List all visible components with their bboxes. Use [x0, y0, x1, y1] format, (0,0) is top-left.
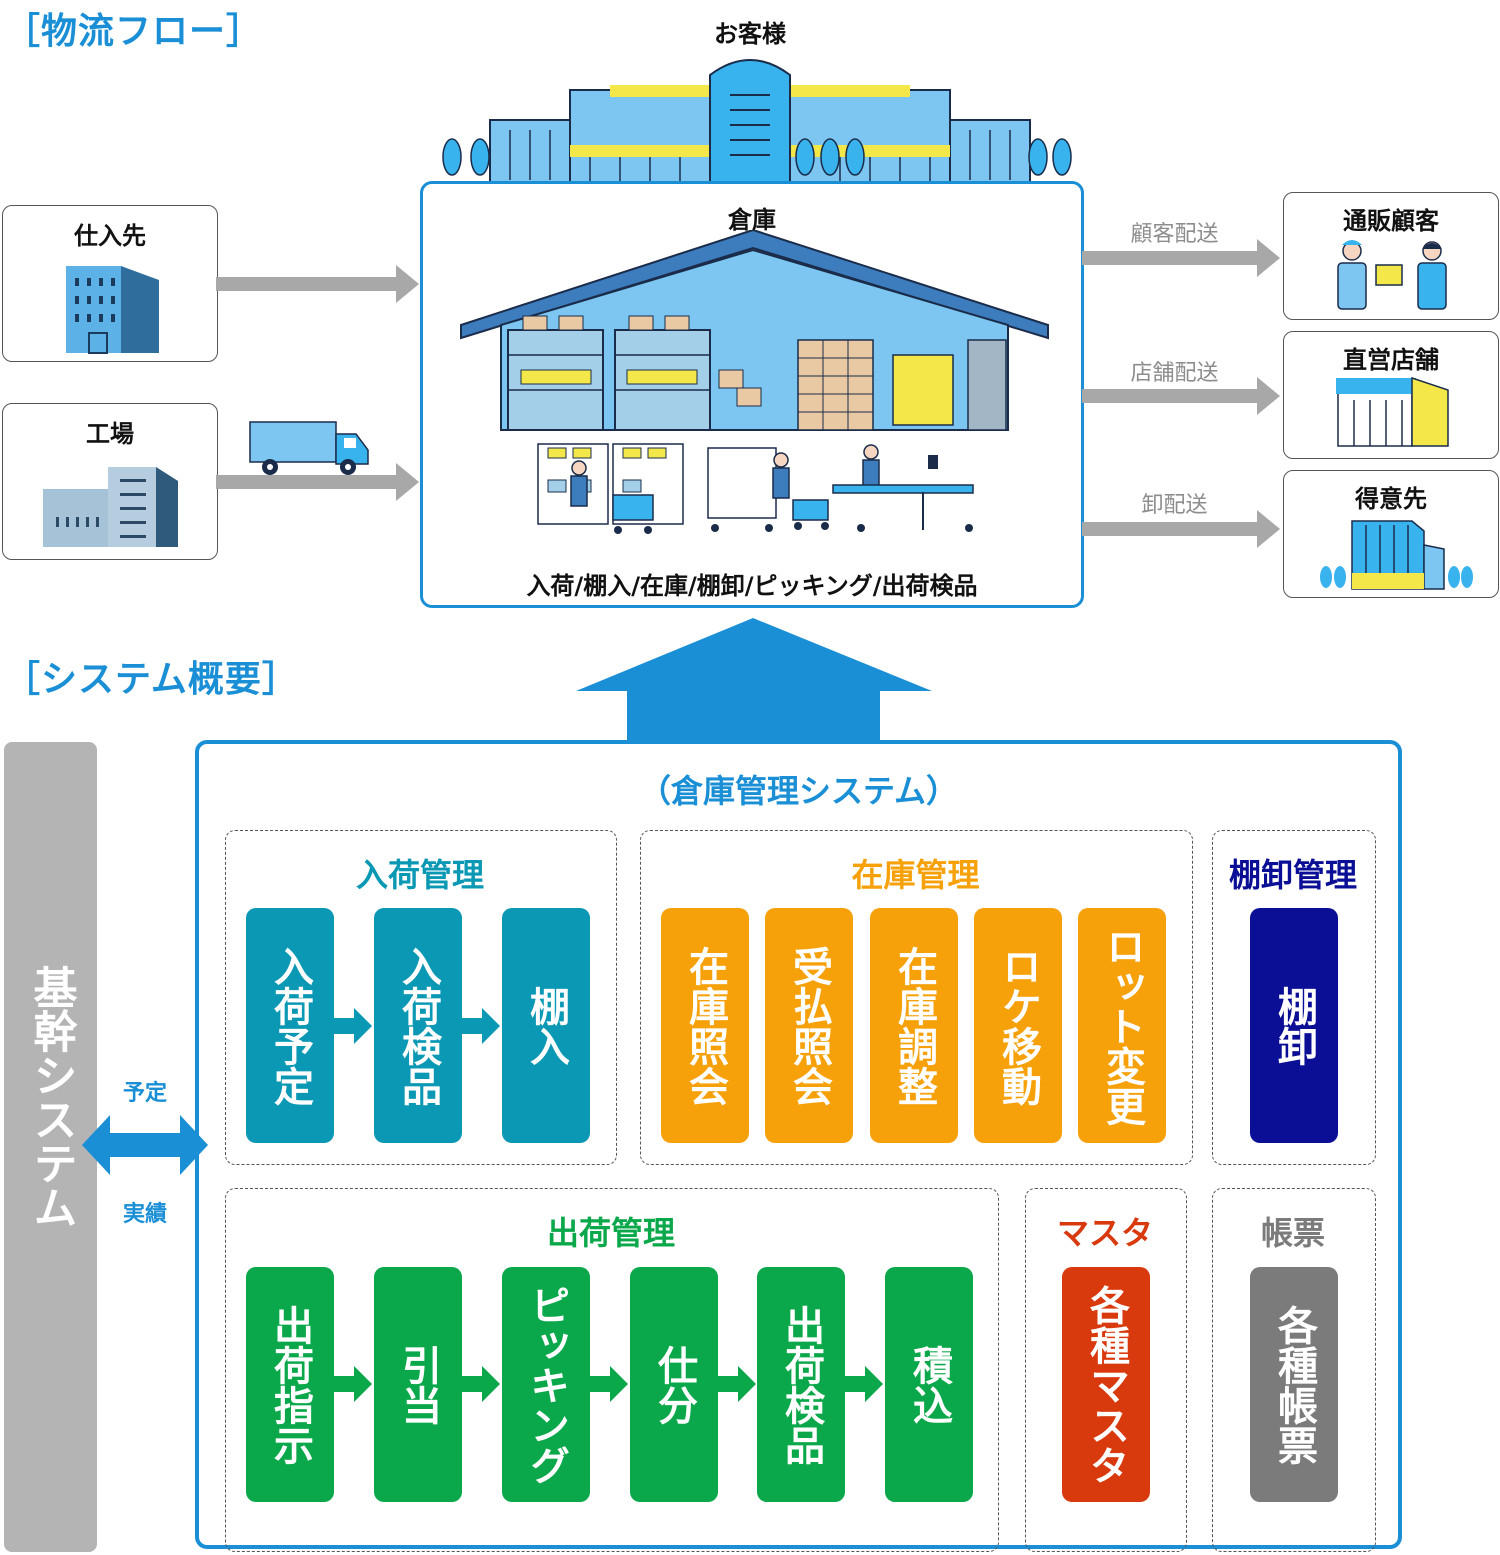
supplier-label: 仕入先 — [74, 222, 146, 250]
warehouse-operations: 入荷/棚入/在庫/棚卸/ピッキング/出荷検品 — [526, 572, 978, 600]
store-delivery-arrow — [1082, 377, 1280, 415]
flow-arrow-icon — [462, 1366, 500, 1402]
client-box: 得意先 — [1283, 470, 1499, 598]
warehouse-box: 倉庫 入荷/棚入/在庫/棚卸/ピッキング/出荷検品 — [420, 181, 1084, 608]
loading-button[interactable]: 積込 — [885, 1267, 973, 1502]
various-master-button[interactable]: 各種マスタ — [1062, 1267, 1150, 1502]
shipping-inspection-button[interactable]: 出荷検品 — [757, 1267, 845, 1502]
plan-label: 予定 — [122, 1081, 167, 1106]
lot-change-label: ロット変更 — [1099, 925, 1145, 1126]
destination-label: 得意先 — [1355, 485, 1427, 513]
inventory-group — [640, 830, 1193, 1165]
allocation-label: 引当 — [395, 1344, 441, 1425]
customer-delivery-arrow — [1082, 239, 1280, 277]
lot-change-button[interactable]: ロット変更 — [1078, 908, 1166, 1143]
customer-label: お客様 — [714, 20, 786, 48]
wms-box: （倉庫管理システム） — [195, 740, 1402, 1549]
picking-button[interactable]: ピッキング — [502, 1267, 590, 1502]
shipping-group-title: 出荷管理 — [546, 1214, 675, 1252]
logistics-flow-title: ［物流フロー］ — [4, 11, 264, 52]
supplier-arrow — [216, 265, 419, 303]
stock-adjustment-button[interactable]: 在庫調整 — [870, 908, 958, 1143]
store-icon — [1336, 376, 1449, 447]
wholesale-delivery-arrow — [1082, 510, 1280, 548]
supplier-box: 仕入先 — [2, 205, 218, 362]
system-overview-title: ［システム概要］ — [4, 659, 299, 700]
factory-box: 工場 — [2, 403, 218, 560]
sorting-button[interactable]: 仕分 — [630, 1267, 718, 1502]
wms-to-warehouse-arrow — [576, 618, 932, 743]
data-exchange-arrow — [82, 1115, 208, 1175]
various-master-label: 各種マスタ — [1083, 1284, 1129, 1485]
client-building-icon — [1320, 520, 1473, 590]
actual-label: 実績 — [122, 1202, 167, 1227]
shipping-instruction-label: 出荷指示 — [267, 1304, 313, 1465]
stocktaking-label: 棚卸 — [1271, 985, 1317, 1066]
allocation-button[interactable]: 引当 — [374, 1267, 462, 1502]
warehouse-illustration — [460, 230, 1049, 534]
putaway-label: 棚入 — [523, 985, 569, 1066]
master-group-title: マスタ — [1056, 1214, 1153, 1252]
wms-title: （倉庫管理システム） — [638, 772, 959, 810]
destination-label: 直営店舗 — [1343, 346, 1439, 374]
stocktaking-group — [1212, 830, 1376, 1165]
receiving-inspection-button[interactable]: 入荷検品 — [374, 908, 462, 1143]
customer-building-icon — [442, 59, 1072, 185]
loading-label: 積込 — [906, 1344, 952, 1425]
receipt-issue-inquiry-label: 受払照会 — [786, 945, 832, 1106]
flow-arrow-icon — [845, 1366, 883, 1402]
flow-arrow-icon — [462, 1008, 500, 1044]
stocktaking-button[interactable]: 棚卸 — [1250, 908, 1338, 1143]
stock-adjustment-label: 在庫調整 — [891, 945, 937, 1106]
direct-store-box: 直営店舗 — [1283, 331, 1499, 459]
sorting-label: 仕分 — [651, 1344, 697, 1425]
receiving-plan-button[interactable]: 入荷予定 — [246, 908, 334, 1143]
inventory-group-title: 在庫管理 — [851, 856, 980, 894]
core-system-bar: 基幹システム — [4, 742, 97, 1552]
flow-arrow-icon — [590, 1366, 628, 1402]
core-system-label: 基幹システム — [25, 965, 77, 1229]
factory-icon — [43, 467, 178, 547]
picking-label: ピッキング — [523, 1284, 569, 1485]
delivery-arrow-label: 卸配送 — [1141, 493, 1208, 518]
shipping-group — [225, 1188, 999, 1552]
shipping-instruction-button[interactable]: 出荷指示 — [246, 1267, 334, 1502]
stock-inquiry-label: 在庫照会 — [682, 945, 728, 1106]
receiving-plan-label: 入荷予定 — [267, 945, 313, 1106]
office-building-icon — [66, 266, 159, 354]
stocktaking-group-title: 棚卸管理 — [1228, 856, 1357, 894]
various-forms-button[interactable]: 各種帳票 — [1250, 1267, 1338, 1502]
receiving-group — [225, 830, 617, 1165]
master-group — [1025, 1188, 1187, 1552]
forms-group — [1212, 1188, 1376, 1552]
receipt-issue-inquiry-button[interactable]: 受払照会 — [765, 908, 853, 1143]
factory-arrow — [216, 463, 419, 501]
forms-group-title: 帳票 — [1260, 1214, 1325, 1252]
location-move-button[interactable]: ロケ移動 — [974, 908, 1062, 1143]
delivery-truck-icon — [249, 421, 369, 475]
delivery-arrow-label: 店舗配送 — [1130, 361, 1219, 386]
stock-inquiry-button[interactable]: 在庫照会 — [661, 908, 749, 1143]
flow-arrow-icon — [718, 1366, 756, 1402]
destination-label: 通販顧客 — [1343, 207, 1439, 235]
flow-arrow-icon — [334, 1008, 372, 1044]
putaway-button[interactable]: 棚入 — [502, 908, 590, 1143]
receiving-inspection-label: 入荷検品 — [395, 945, 441, 1106]
shipping-inspection-label: 出荷検品 — [778, 1304, 824, 1465]
location-move-label: ロケ移動 — [995, 945, 1041, 1106]
receiving-group-title: 入荷管理 — [355, 856, 484, 894]
various-forms-label: 各種帳票 — [1271, 1304, 1317, 1465]
factory-label: 工場 — [86, 420, 134, 448]
mail-order-customer-box: 通販顧客 — [1283, 192, 1499, 320]
delivery-arrow-label: 顧客配送 — [1130, 222, 1219, 247]
customers-handover-icon — [1337, 240, 1447, 310]
flow-arrow-icon — [334, 1366, 372, 1402]
